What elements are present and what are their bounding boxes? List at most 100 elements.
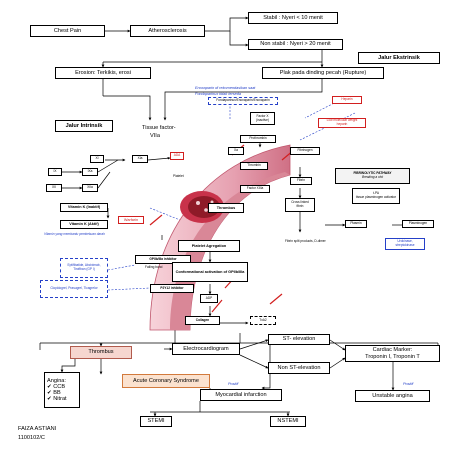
plasminogen-box: Plasminogen — [402, 220, 434, 228]
factor-xii-box: XII — [46, 184, 62, 192]
tpa-sub: tissue plasminogen activator — [355, 195, 397, 199]
fondaparinux-box-label: Fondaparinux/Enoxaparin/Enoxaparin — [216, 98, 270, 103]
erosion-label: Erosion: Terkikis, erosi — [75, 69, 131, 76]
cross-linked-box: Cross linked fibrin — [285, 198, 315, 212]
factor-x-box: Factor X(inactive) — [250, 112, 275, 125]
cardiac-marker-values: Troponin I, Troponin T — [365, 353, 420, 360]
thrombin-box: Thrombin — [240, 162, 268, 170]
ada-label: ADA — [173, 153, 181, 158]
thrombus-mid-box: Thrombus — [208, 203, 244, 213]
platelet-aggregation-label: Platelet Agregation — [191, 243, 227, 248]
thrombin-label: Thrombin — [247, 163, 261, 168]
fibrinolytic-title: FIBRINOLYTIC PATHWAY — [353, 171, 392, 176]
jalur-ekstrinsik-label: Jalur Ekstrinsik — [378, 54, 420, 61]
gp-inhibitor-label: GPIIb/IIIa inhibitor — [149, 256, 177, 261]
angina-item-nitrat: Nitrat — [53, 396, 67, 403]
jalur-intrinsik-box: Jalur Intrinsik — [55, 120, 113, 132]
p2y12-drugs-box: Clopidogrel, Prasugrel, Ticagrelor — [40, 280, 108, 298]
ada-box: ADA — [170, 152, 184, 160]
collagen-box: Collagen — [185, 316, 220, 325]
prothrombin-box: Prothrombin — [240, 135, 276, 143]
heparin-box: Heparin — [332, 96, 362, 104]
mi-label: Myocardial infarction — [215, 391, 267, 398]
enoxaparin-note: Enoxaparin di rekomendasikan saat — [195, 86, 256, 90]
angina-item-bb: BB — [53, 390, 61, 396]
heparin-label: Heparin — [341, 97, 353, 102]
collagen-label: Collagen — [195, 317, 210, 322]
factor-ixa-box: IXa — [82, 168, 98, 176]
factor-xi-box: XI — [90, 155, 104, 163]
footer-name: FAIZA ASTIANI — [18, 426, 57, 432]
failing-bond-label: Failing bond — [145, 265, 163, 269]
tpa-label: t-PA — [373, 191, 379, 196]
cardiac-marker-title: Cardiac Marker: — [372, 347, 413, 354]
txa2-label: TxA2 — [259, 317, 267, 322]
lmwh-box: Low molecular weight heparin — [318, 118, 366, 128]
plasmin-box: Plasmin — [345, 220, 367, 228]
lmwh-label: Low molecular weight heparin — [326, 118, 358, 126]
atherosclerosis-label: Atherosclerosis — [148, 27, 187, 34]
urokinase-box: Urokinase, streptokinase — [385, 238, 425, 250]
thrombus-bottom-box: Thrombus — [70, 346, 132, 359]
p2y12-label: P2Y12 inhibitor — [160, 285, 184, 290]
angina-title: Angina: — [47, 377, 66, 384]
thrombus-bottom-label: Thrombus — [88, 349, 114, 356]
vitk-inaktif-box: Vitamin K (Inaktif) — [60, 203, 108, 212]
unstable-label: Unstable angina — [372, 392, 413, 399]
stemi-box: STEMI — [140, 416, 172, 427]
factor-xiia-label: XIIa — [87, 185, 93, 190]
factor-xia-label: XIa — [137, 156, 143, 161]
acs-label: Acute Coronary Syndrome — [133, 377, 199, 384]
fondaparinux-box: Fondaparinux/Enoxaparin/Enoxaparin — [208, 97, 278, 105]
fibrin-split-label: Fibrin split products, D-dimer — [285, 239, 326, 243]
plak-box: Plak pada dinding pecah (Rupture) — [262, 67, 384, 79]
plak-label: Plak pada dinding pecah (Rupture) — [279, 69, 367, 76]
p2y12-box: P2Y12 inhibitor — [150, 284, 194, 293]
stable-box: Stabil : Nyeri < 10 menit — [248, 12, 338, 24]
cross-linked-label: Cross linked fibrin — [291, 200, 309, 208]
angina-item: ✔ Nitrat — [47, 396, 67, 403]
cardiac-marker-box: Cardiac Marker:Troponin I, Troponin T — [345, 345, 440, 362]
factor-xi-label: XI — [95, 156, 99, 161]
st-elevation-label: ST- elevation — [282, 336, 316, 343]
positif-label-1: Positif — [228, 382, 239, 386]
vitk-aktif-label: Vitamin K (Aktif) — [69, 222, 99, 227]
gp-inhibitor-box: GPIIb/IIIa inhibitor — [135, 255, 191, 264]
plasminogen-label: Plasminogen — [408, 221, 428, 226]
chest-pain-box: Chest Pain — [30, 25, 105, 37]
angina-item: ✔ CCB — [47, 383, 66, 390]
atherosclerosis-box: Atherosclerosis — [130, 25, 205, 37]
fibrinogen-box: Fibrinogen — [290, 147, 320, 155]
factor-ixa-label: IXa — [87, 169, 93, 174]
factor-x-inactive: (inactive) — [256, 117, 269, 122]
footer-id: 1100102/C — [18, 435, 45, 441]
adp-label: ADP — [205, 295, 213, 300]
factor-xiiia-box: Factor XIIIa — [240, 185, 270, 193]
jalur-intrinsik-label: Jalur Intrinsik — [65, 122, 103, 129]
factor-ix-label: IX — [53, 169, 57, 174]
factor-xia-box: XIa — [132, 155, 148, 163]
chest-pain-label: Chest Pain — [53, 27, 82, 34]
fibrinogen-label: Fibrinogen — [297, 148, 313, 153]
vitk-aktif-box: Vitamin K (Aktif) — [60, 220, 108, 229]
jalur-ekstrinsik-box: Jalur Ekstrinsik — [358, 52, 440, 64]
p2y12-drugs-label: Clopidogrel, Prasugrel, Ticagrelor — [50, 286, 98, 291]
factor-x-label: Factor X — [256, 113, 269, 118]
txa2-box: TxA2 — [250, 316, 276, 325]
factor-xii-label: XII — [52, 185, 56, 190]
vitk-inaktif-label: Vitamin K (Inaktif) — [67, 205, 101, 210]
stemi-label: STEMI — [147, 418, 165, 425]
platelet-aggregation-box: Platelet Agregation — [178, 240, 240, 252]
nonstable-box: Non stabil : Nyeri > 20 menit — [248, 39, 343, 50]
factor-xiiia-label: Factor XIIIa — [246, 186, 264, 191]
ecg-box: Electrocardiogram — [172, 343, 240, 355]
warfarin-label: Warfarin — [123, 217, 139, 222]
fibrin-label: Fibrin — [297, 178, 305, 183]
factor-ix-box: IX — [48, 168, 62, 176]
stable-label: Stabil : Nyeri < 10 menit — [263, 14, 323, 21]
fondaparinux-note: Fondaparinux tidak terseda — [195, 92, 242, 96]
gp-drugs-box: Eptifibatide, Abciximab, Tirofiban (GP I… — [60, 258, 108, 278]
nonstable-label: Non stabil : Nyeri > 20 menit — [260, 41, 331, 48]
